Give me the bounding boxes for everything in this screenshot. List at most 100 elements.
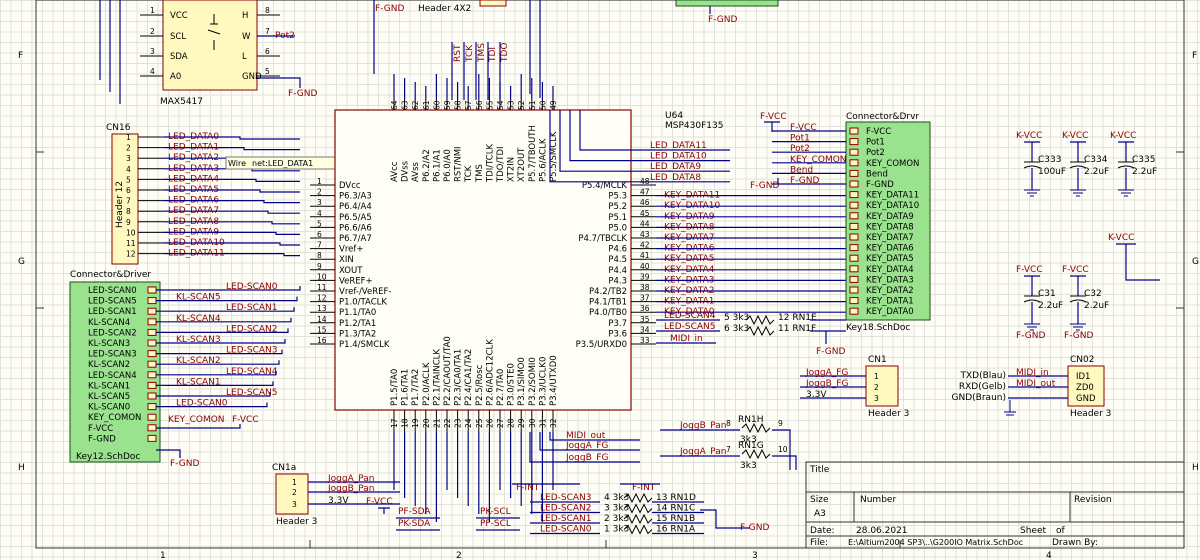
u64-mcu[interactable]: U64 MSP430F135 64AVcc63DVss62AVss61P6.2/… bbox=[310, 74, 723, 522]
max5417-fgnd: F-GND bbox=[288, 89, 317, 99]
u64-left-pin-label: P1.0/TACLK bbox=[339, 298, 387, 308]
tooltip-net: net:LED_DATA1 bbox=[252, 159, 313, 168]
rnb-net: LED-SCAN1 bbox=[540, 514, 592, 524]
u64-left-pin-label: Vref+ bbox=[339, 245, 363, 255]
u64-bottom-pin-label: P2.0/ACLK bbox=[422, 362, 432, 406]
u64-right-pin-num: 40 bbox=[640, 262, 650, 271]
row-label: F bbox=[1192, 51, 1197, 61]
key18-fvcc-top: F-VCC bbox=[760, 112, 787, 122]
title-block: Title Size A3 Number Revision Date: 28.0… bbox=[805, 461, 1185, 549]
cap-wire bbox=[1070, 141, 1086, 162]
u64-bottom-pin-num: 30 bbox=[528, 418, 537, 428]
pf-sda-label: PF-SDA bbox=[398, 507, 431, 517]
u64-right-pin-label: P4.2/TB2 bbox=[589, 287, 627, 297]
rnb-zigzag bbox=[623, 503, 653, 514]
key12-pin-label: LED-SCAN0 bbox=[88, 286, 137, 296]
cn16-pin-num: 10 bbox=[126, 228, 136, 237]
cn02-header[interactable]: CN02 Header 3 TXD(Blau)ID1RXD(Gelb)ZD0GN… bbox=[952, 355, 1112, 419]
key18-pin-label: KEY_DATA1 bbox=[866, 297, 914, 307]
u64-left-pin-num: 5 bbox=[317, 219, 322, 228]
rn-net: JoggA_Pan bbox=[679, 447, 727, 457]
key18-pin-port bbox=[849, 180, 859, 188]
u64-right-pin-num: 35 bbox=[640, 315, 650, 324]
key12-pin-port bbox=[147, 413, 157, 421]
cn16-wire bbox=[164, 136, 300, 140]
u64-bottom-net: JoggA_FG bbox=[565, 441, 608, 451]
fvcc-label: F-VCC bbox=[366, 497, 393, 507]
key12-pin-port bbox=[147, 434, 157, 442]
cn02-name: Header 3 bbox=[1070, 409, 1111, 419]
key18-left-net: F-VCC bbox=[790, 123, 817, 133]
cap-symbol bbox=[1117, 161, 1135, 169]
cn02-ref: CN02 bbox=[1070, 355, 1094, 365]
key18-connector[interactable]: Connector&Drvr Key18.SchDoc F-VCCPot1Pot… bbox=[845, 112, 931, 333]
key18-pin-label: Bend bbox=[866, 169, 888, 179]
u64-right-pin-num: 37 bbox=[640, 294, 650, 303]
u64-right-pin-num: 36 bbox=[640, 304, 650, 313]
key18-title: Connector&Drvr bbox=[846, 112, 919, 122]
rnb-zigzag bbox=[623, 524, 653, 535]
u64-top-pin-num: 63 bbox=[401, 100, 410, 110]
cap-vcc-label: K-VCC bbox=[1062, 131, 1088, 141]
rnb-left: 3 3k3 bbox=[604, 504, 629, 514]
key12-connector[interactable]: Connector&Driver Key12.SchDoc LED-SCAN0L… bbox=[69, 270, 161, 463]
u64-bottom-pin-num: 27 bbox=[496, 418, 505, 428]
resistor-value: 5 3k3 bbox=[724, 313, 749, 323]
row-label: G bbox=[1192, 257, 1199, 267]
u64-left-pin-label: P1.3/TA2 bbox=[339, 329, 376, 339]
u64-bottom-pin-num: 29 bbox=[517, 418, 526, 428]
cn02-net: MIDI_in bbox=[1016, 368, 1049, 378]
rnb-right: 16 RN1A bbox=[656, 525, 696, 535]
cap-ground bbox=[1024, 189, 1040, 197]
u64-left-pin-label: P6.5/A5 bbox=[339, 213, 372, 223]
key18-pin-label: Pot1 bbox=[866, 138, 885, 148]
cn16-pin-num: 12 bbox=[126, 250, 136, 259]
col-label: 3 bbox=[752, 551, 758, 560]
mcu-right-wire bbox=[559, 110, 730, 172]
max-pin-label: SDA bbox=[170, 52, 188, 62]
u64-top-pin-label: XT2OUT bbox=[517, 147, 527, 182]
cap-ref: C334 bbox=[1084, 155, 1108, 165]
number-label: Number bbox=[860, 495, 896, 505]
cap-fgnd: F-GND bbox=[1064, 331, 1093, 341]
key12-net-label: LED-SCAN4 bbox=[226, 367, 278, 377]
u64-top-pin-num: 52 bbox=[517, 100, 526, 110]
cn16-wire bbox=[164, 189, 300, 193]
cn16-pin-num: 4 bbox=[126, 165, 131, 174]
cn16-pin-num: 8 bbox=[126, 207, 131, 216]
key12-net-wire bbox=[156, 339, 286, 344]
key18-pin-port bbox=[849, 254, 859, 262]
rn-value: 3k3 bbox=[740, 435, 757, 445]
max5417-name: MAX5417 bbox=[160, 97, 203, 107]
u64-bottom-pin-label: P2.4/CA1/TA2 bbox=[464, 349, 474, 406]
key12-pin-label: KL-SCAN4 bbox=[88, 318, 130, 328]
rnb-left: 2 3k3 bbox=[604, 514, 629, 524]
u64-bottom-pin-label: P2.7/TA0 bbox=[496, 369, 506, 406]
u64-top-pin-num: 60 bbox=[432, 100, 441, 110]
cap-vcc-label: F-VCC bbox=[1016, 265, 1043, 275]
rnb-net: LED-SCAN2 bbox=[540, 504, 592, 514]
max-pin-label: SCL bbox=[170, 32, 186, 42]
u64-bottom-net: MIDI_out bbox=[566, 431, 606, 441]
key12-fvcc: F-VCC bbox=[232, 415, 259, 425]
key12-wire bbox=[156, 424, 241, 458]
u64-left-pin-label: P1.2/TA1 bbox=[339, 319, 376, 329]
u64-bottom-pin-label: P1.6/TA1 bbox=[401, 369, 411, 406]
u64-top-pin-label: AVcc bbox=[390, 161, 400, 182]
u64-bottom-pin-num: 24 bbox=[464, 418, 473, 428]
max-pin-num: 4 bbox=[150, 67, 155, 76]
key18-left-net: KEY_COMON bbox=[790, 155, 847, 165]
u64-left-pin-num: 14 bbox=[317, 315, 327, 324]
u64-top-pin-num: 64 bbox=[390, 100, 399, 110]
size-label: Size bbox=[810, 495, 829, 505]
rnb-net: LED-SCAN0 bbox=[540, 525, 592, 535]
cap-value: 2.2uF bbox=[1084, 167, 1109, 177]
key18-pin-label: KEY_DATA2 bbox=[866, 286, 914, 296]
u64-right-pin-label: P4.3 bbox=[608, 276, 627, 286]
u64-top-pin-label: P6.1/A1 bbox=[432, 149, 442, 182]
